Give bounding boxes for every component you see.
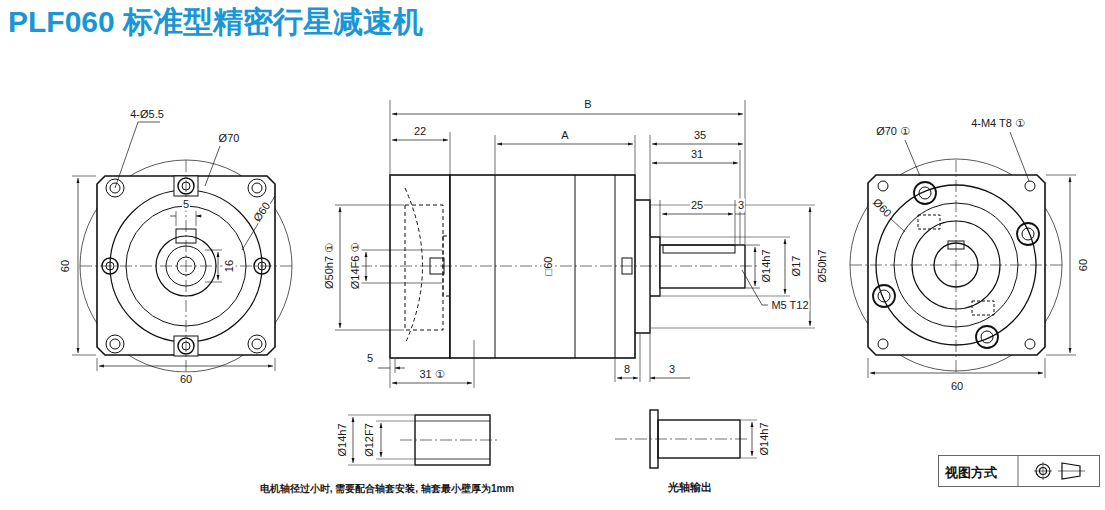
dimension-label: 5 <box>182 198 190 211</box>
smooth-shaft <box>615 410 757 468</box>
dimension-label: Ø50h7 <box>816 248 829 283</box>
dimension-label: 16 <box>223 259 236 273</box>
dimension-label: Ø70 ① <box>875 125 911 138</box>
dimension-label: 60 <box>59 259 72 273</box>
side-section-view <box>335 100 815 388</box>
dimension-label: 4-Ø5.5 <box>129 108 165 121</box>
dimension-label: □60 <box>542 256 555 277</box>
dimension-label: Ø12F7 <box>363 422 376 458</box>
shaft-sleeve <box>348 415 500 465</box>
dimension-label: 35 <box>693 129 707 142</box>
projection-symbol <box>1018 456 1085 486</box>
box-label: 视图方式 <box>945 457 997 489</box>
dimension-label: 22 <box>413 125 427 138</box>
dimension-label: 5 <box>366 352 374 365</box>
dimension-label: B <box>583 98 592 111</box>
dimension-label: 60 <box>1077 258 1090 272</box>
dimension-label: M5 T12 <box>770 299 809 312</box>
dimension-label: Ø17 <box>790 255 803 278</box>
dimension-label: Ø70 <box>218 132 241 145</box>
output-end-view <box>850 132 1076 378</box>
note-text: 电机轴径过小时, 需要配合轴套安装, 轴套最小壁厚为1mm <box>259 482 515 495</box>
dimension-label: 31 ① <box>418 368 445 381</box>
dimension-label: 31 <box>690 148 704 161</box>
dimension-label: Ø14F6 ① <box>349 242 362 291</box>
caption-text: 光轴输出 <box>667 481 713 494</box>
input-end-view <box>72 122 292 372</box>
dimension-label: 8 <box>623 363 631 376</box>
dimension-label: Ø14h7 <box>758 421 771 456</box>
dimension-label: 60 <box>179 373 193 386</box>
dimension-label: 3 <box>737 199 745 212</box>
dimension-label: 4-M4 T8 ① <box>970 117 1026 130</box>
dimension-label: Ø14h7 <box>336 422 349 457</box>
page-title: PLF060 标准型精密行星减速机 <box>8 4 423 40</box>
dimension-label: 25 <box>690 199 704 212</box>
dimension-label: Ø14h7 <box>760 248 773 283</box>
dimension-label: 60 <box>950 380 964 393</box>
dimension-label: 3 <box>668 363 676 376</box>
dimension-label: A <box>560 129 569 142</box>
view-method-box: 视图方式 <box>938 455 1100 487</box>
dimension-label: Ø50h7 ① <box>323 242 336 290</box>
